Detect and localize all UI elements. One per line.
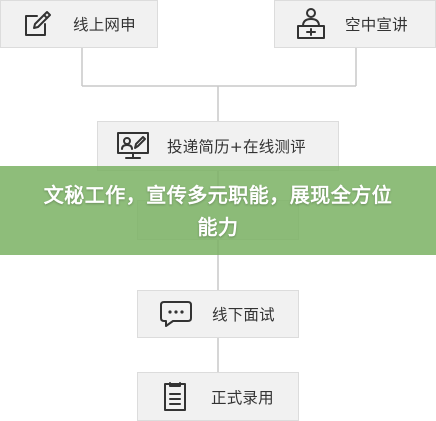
step-online-application: 线上网申 [0,0,158,48]
step-offline-interview-label: 线下面试 [212,306,275,324]
step-formal-hire: 正式录用 [137,372,299,421]
step-formal-hire-label: 正式录用 [211,388,274,407]
step-online-seminar-label: 空中宣讲 [345,16,408,34]
banner-title: 文秘工作，宣传多元职能，展现全方位能力 [43,182,393,239]
step-offline-interview: 线下面试 [137,290,299,338]
chat-bubble-icon [159,299,193,329]
step-online-seminar: 空中宣讲 [274,0,436,48]
step-resume-and-test: 投递简历+在线测评 [97,121,339,171]
monitor-icon [116,131,150,161]
presenter-icon [295,7,327,41]
step-resume-and-test-label: 投递简历+在线测评 [167,138,306,156]
document-icon [162,381,188,413]
edit-icon [23,9,53,39]
headline-banner: 文秘工作，宣传多元职能，展现全方位能力 [0,166,436,255]
step-online-application-label: 线上网申 [73,16,136,34]
